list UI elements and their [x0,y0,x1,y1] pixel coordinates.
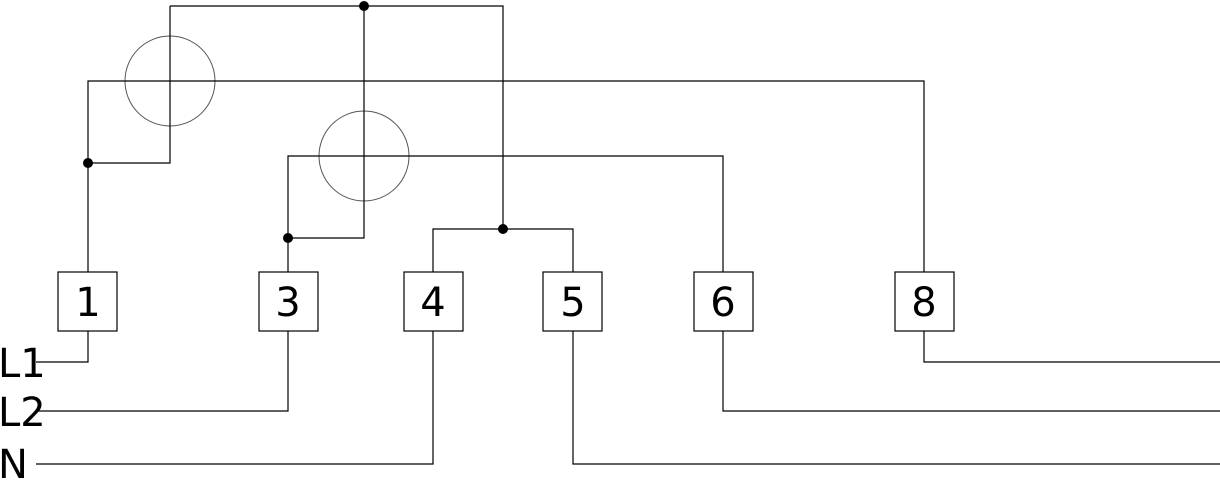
wire-l2-in [36,331,289,412]
line-label-l2: L2 [0,390,46,436]
junction-dot-1 [83,158,93,168]
wire-l2-out [722,331,1220,412]
junction-dot-3 [283,233,293,243]
terminal-label: 5 [560,280,585,326]
wire-l1-out [923,331,1220,363]
junction-dot-neutral [498,224,508,234]
line-label-n: N [0,442,28,483]
wire-top-bus [170,5,504,229]
wire-l1-in [36,331,89,363]
terminal-8: 8 [894,271,955,332]
wire-coil2-feed [288,6,365,239]
wire-n-in [36,331,434,465]
terminal-label: 3 [275,280,300,326]
wire-3-to-6 [287,155,724,272]
terminal-4: 4 [403,271,464,332]
terminal-label: 1 [75,280,100,326]
terminal-6: 6 [693,271,754,332]
wire-4-5-link [432,228,574,272]
wire-coil1-feed [88,6,171,164]
wire-1-to-8 [87,80,925,272]
line-label-l1: L1 [0,341,46,387]
terminal-1: 1 [57,271,118,332]
wire-n-out [572,331,1220,465]
terminal-label: 4 [420,280,445,326]
terminal-label: 8 [911,280,936,326]
junction-dot-top [359,1,369,11]
terminal-label: 6 [710,280,735,326]
terminal-3: 3 [258,271,319,332]
terminal-5: 5 [542,271,603,332]
